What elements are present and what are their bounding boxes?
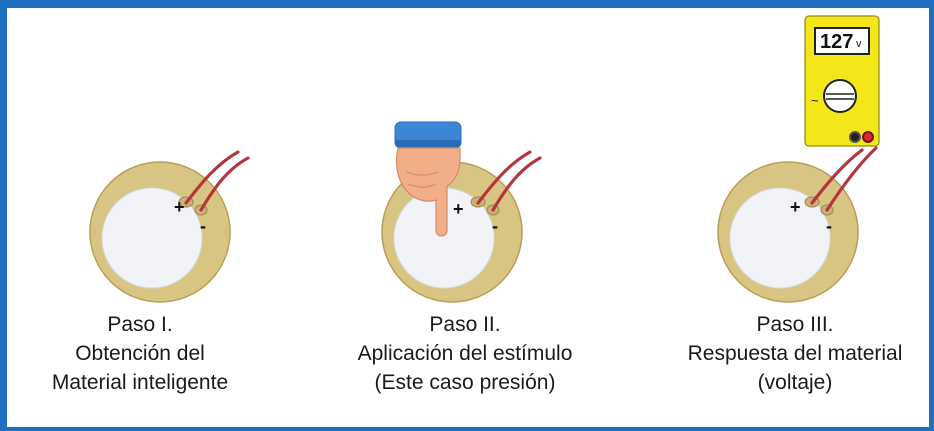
- frame-border-top: [0, 0, 934, 8]
- pressure-illustration: + -: [381, 121, 542, 303]
- piezo-disc: [717, 161, 859, 303]
- voltmeter-illustration: 127 v ~ + -: [717, 15, 880, 303]
- probe-jack-red-icon: [862, 131, 874, 143]
- step-2-line2: (Este caso presión): [374, 371, 556, 394]
- step-2-caption: Paso II. Aplicación del estímulo (Este c…: [315, 310, 615, 397]
- frame-border-left: [0, 0, 7, 431]
- step-1-line1: Obtención del: [75, 342, 205, 365]
- piezo-disc-illustration: + -: [89, 150, 250, 303]
- step-1-caption: Paso I. Obtención del Material inteligen…: [15, 310, 265, 397]
- step-3-caption: Paso III. Respuesta del material (voltaj…: [660, 310, 930, 397]
- step-2: + - Paso II. Aplicación del estímulo (Es…: [300, 0, 630, 431]
- step-3: 127 v ~ + - Paso III. Respuesta del mate…: [630, 0, 930, 431]
- meter-unit: v: [856, 38, 862, 50]
- step-3-title: Paso III.: [756, 313, 834, 336]
- step-2-title: Paso II.: [429, 313, 501, 336]
- step-1: + - Paso I. Obtención del Material intel…: [0, 0, 300, 431]
- plus-sign: +: [174, 197, 185, 217]
- lead-wires: [476, 150, 542, 212]
- meter-reading: 127: [820, 31, 853, 53]
- multimeter: 127 v ~: [804, 15, 880, 147]
- step-2-line1: Aplicación del estímulo: [357, 342, 573, 365]
- lead-wires: [810, 146, 878, 212]
- lead-wires: [184, 150, 250, 212]
- meter-dial-icon: [823, 79, 857, 113]
- step-1-line2: Material inteligente: [51, 371, 229, 394]
- step-3-line2: (voltaje): [757, 371, 833, 394]
- piezo-disc: [89, 161, 231, 303]
- step-1-title: Paso I.: [107, 313, 173, 336]
- minus-sign: -: [200, 216, 206, 236]
- plus-sign: +: [453, 199, 464, 219]
- step-3-line1: Respuesta del material: [687, 342, 903, 365]
- pointing-hand-icon: [394, 121, 462, 237]
- frame-border-right: [929, 0, 934, 431]
- minus-sign: -: [826, 216, 832, 236]
- frame-border-bottom: [0, 427, 934, 431]
- plus-sign: +: [790, 197, 801, 217]
- minus-sign: -: [492, 216, 498, 236]
- meter-scale-mark: ~: [811, 93, 819, 108]
- probe-jack-black-icon: [849, 131, 861, 143]
